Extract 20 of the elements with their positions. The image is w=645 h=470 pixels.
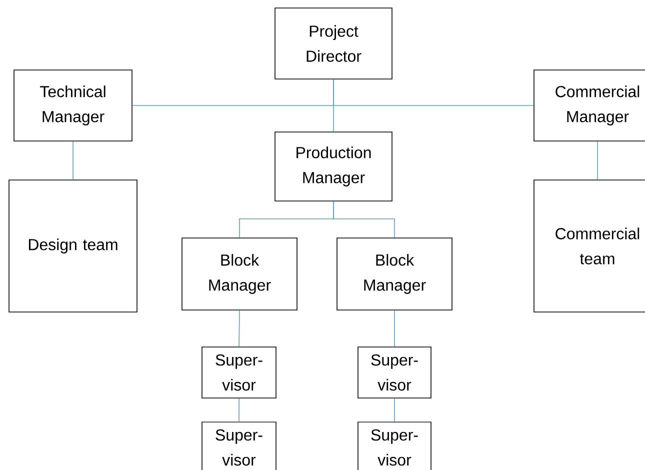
org-box: Super- visor xyxy=(202,346,276,398)
connector-line xyxy=(394,398,395,422)
org-box: Design team xyxy=(8,180,138,312)
org-box: Super- visor xyxy=(202,422,276,470)
org-box: Commercial team xyxy=(534,180,645,312)
connector-line xyxy=(597,140,598,180)
org-box: Production Manager xyxy=(274,132,392,202)
org-box: Super- visor xyxy=(358,422,432,470)
org-box: Block Manager xyxy=(336,238,452,310)
org-box: Commercial Manager xyxy=(534,70,645,142)
connector-line xyxy=(238,398,240,422)
org-box: Super- visor xyxy=(358,346,432,398)
org-box: Project Director xyxy=(274,8,392,80)
connector-line xyxy=(72,140,74,180)
connector-line xyxy=(394,310,395,347)
connector-line xyxy=(333,79,334,132)
connector-line xyxy=(238,310,240,347)
connector-line xyxy=(333,200,395,238)
org-box: Technical Manager xyxy=(14,70,132,142)
org-box: Block Manager xyxy=(182,238,298,310)
